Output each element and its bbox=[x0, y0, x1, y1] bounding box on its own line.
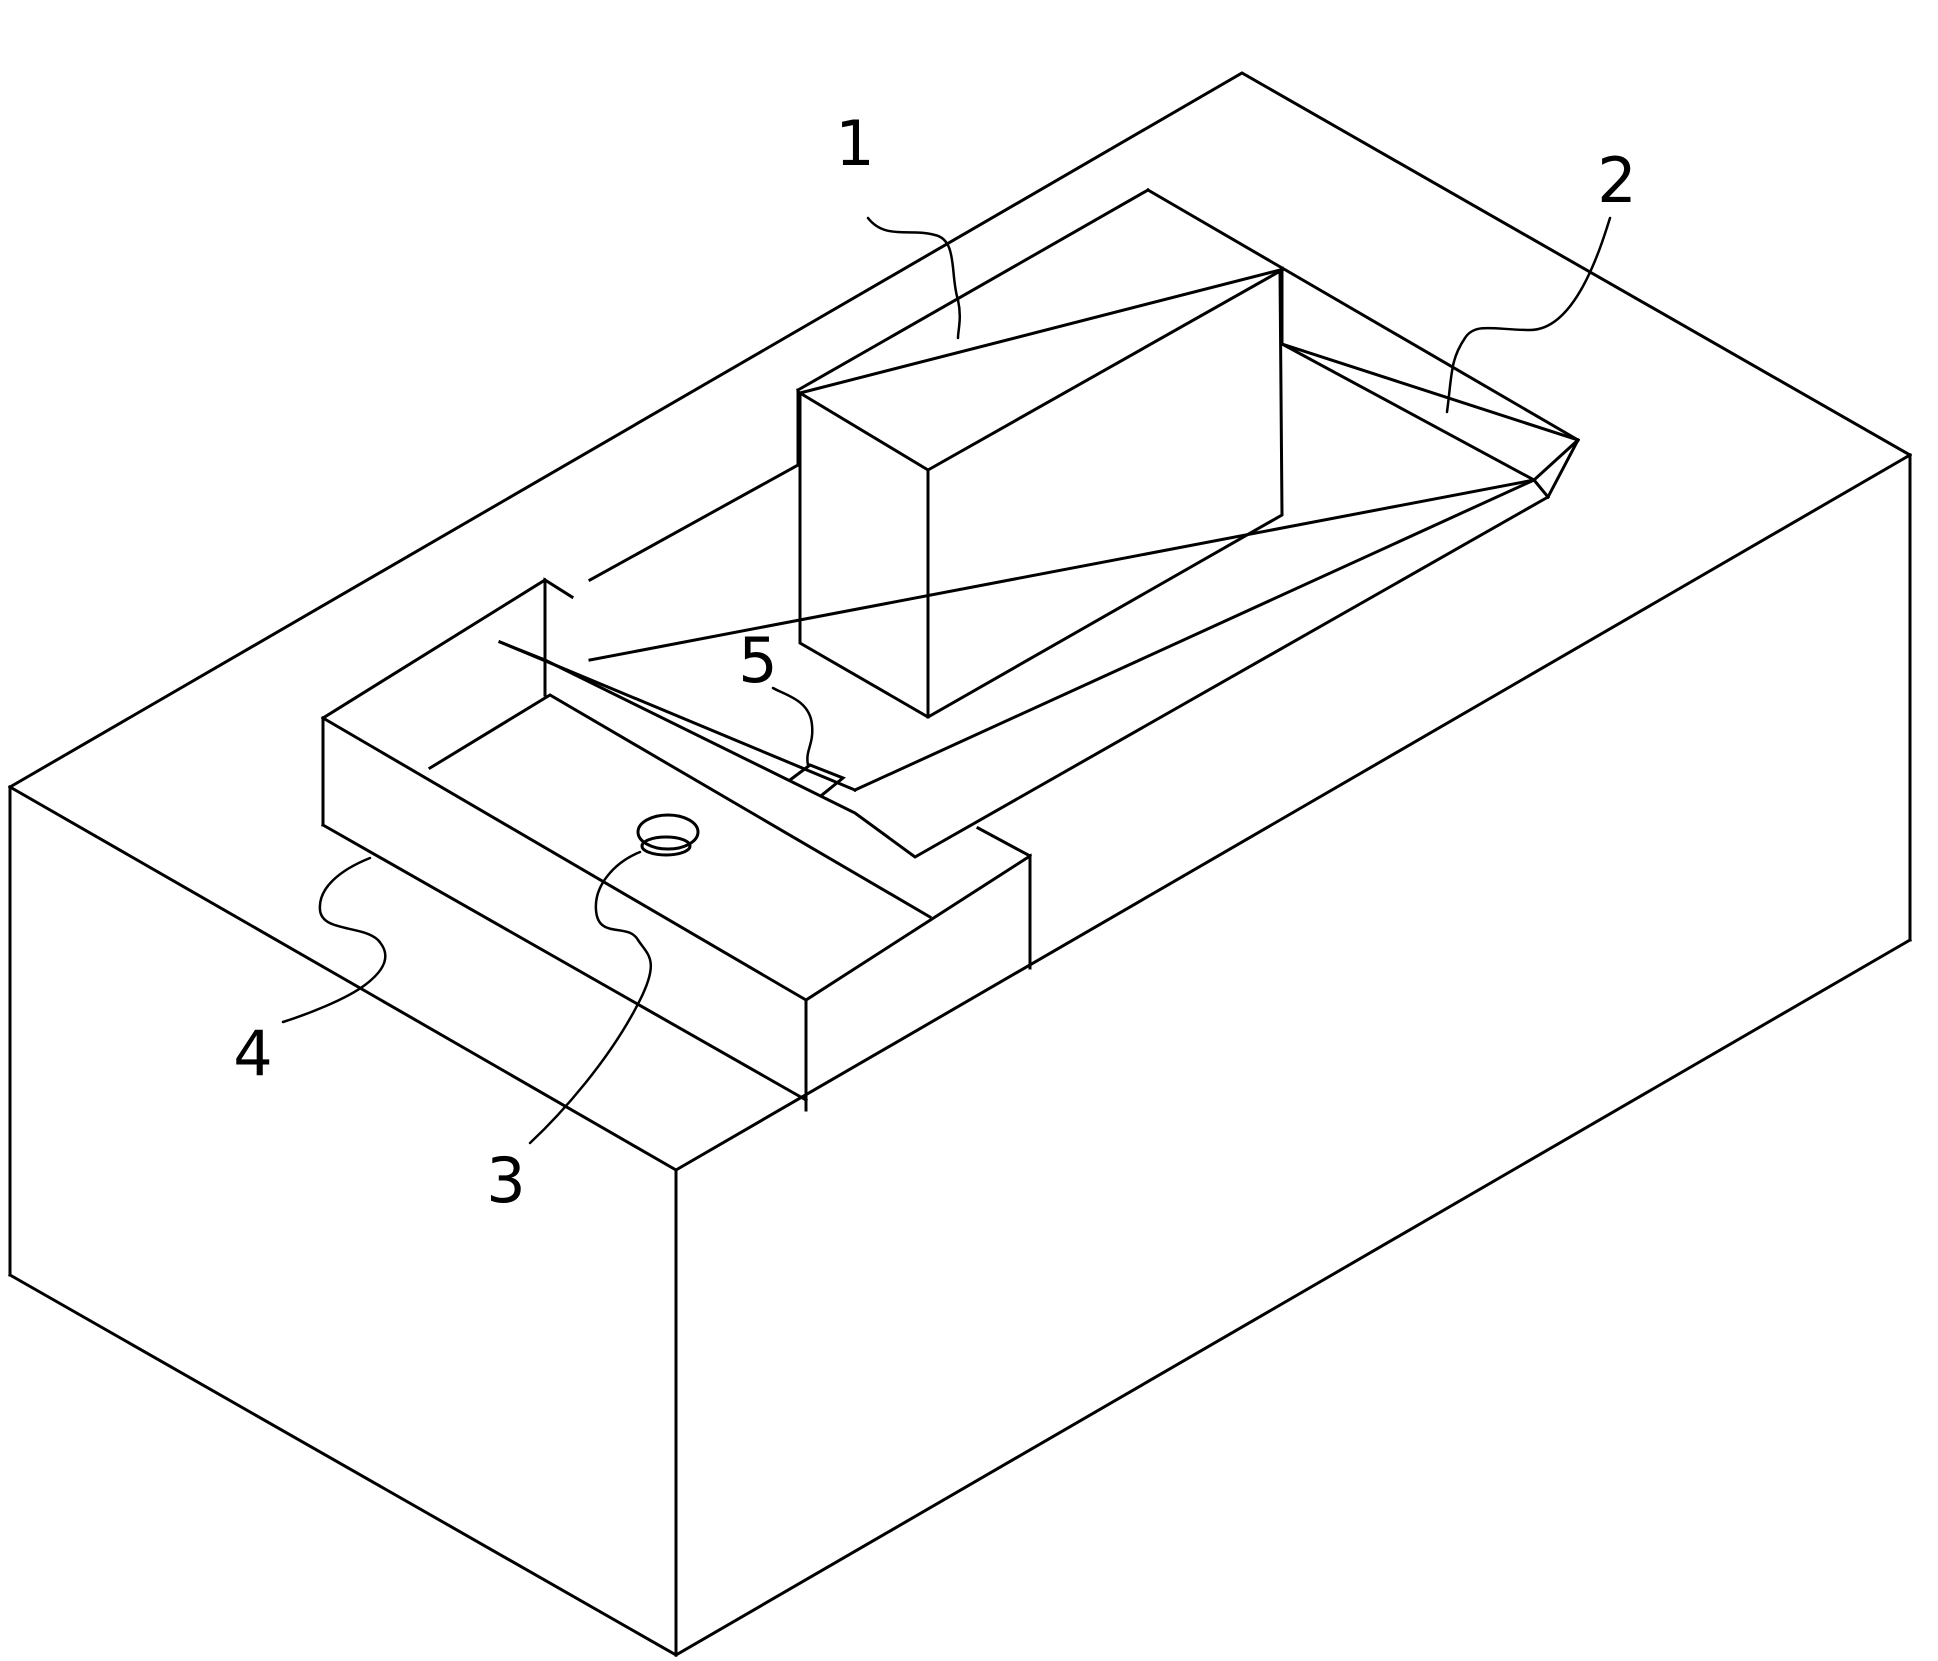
hole bbox=[636, 813, 700, 857]
reference-numerals: 1 2 3 4 5 bbox=[233, 107, 1636, 1217]
label-2: 2 bbox=[1597, 144, 1636, 217]
leader-3 bbox=[528, 850, 652, 1145]
marker-part-5 bbox=[787, 763, 846, 798]
label-1: 1 bbox=[835, 107, 874, 180]
leader-lines bbox=[281, 216, 1612, 1145]
label-5: 5 bbox=[738, 624, 777, 697]
leader-5 bbox=[771, 686, 814, 767]
trough-recess bbox=[498, 187, 1581, 859]
leader-2 bbox=[1445, 216, 1612, 414]
base-block bbox=[7, 71, 1913, 1658]
step-block bbox=[320, 577, 1033, 1112]
label-4: 4 bbox=[233, 1017, 272, 1090]
leader-1 bbox=[866, 216, 962, 340]
leader-4 bbox=[281, 856, 387, 1024]
label-3: 3 bbox=[486, 1144, 525, 1217]
central-box bbox=[797, 267, 1285, 719]
